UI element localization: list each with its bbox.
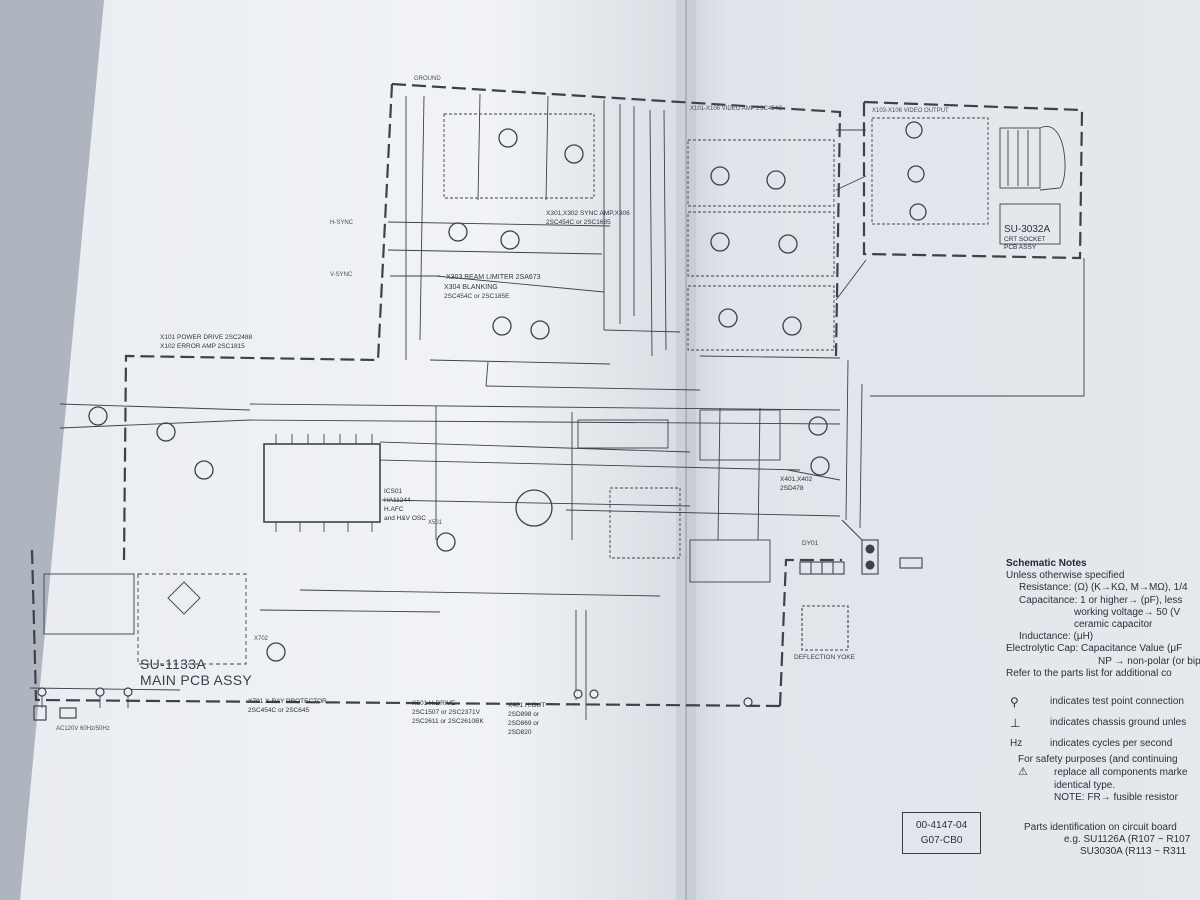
label-h-drive: X501 H.DRIVE <box>412 700 456 707</box>
label-beam-limiter: X303 BEAM LIMITER 2SA673 <box>446 274 541 281</box>
label-h-drive-parts1: 2SC1507 or 2SC2371V <box>412 709 480 716</box>
test-point-icon: ⚲ <box>1010 695 1019 710</box>
label-h-drive-parts2: 2SC2611 or 2SC2610BK <box>412 718 484 725</box>
label-crt-board-id: SU-3032A <box>1004 224 1051 235</box>
label-ic-osc: and H&V OSC <box>384 515 426 522</box>
document-code: 00-4147-04 <box>916 820 968 831</box>
note-line: Parts identification on circuit board <box>1024 822 1177 833</box>
document-revision: G07-CB0 <box>920 835 963 846</box>
note-chassis-ground: indicates chassis ground unles <box>1050 717 1187 729</box>
notes-title: Schematic Notes <box>1006 558 1087 569</box>
note-line: For safety purposes (and continuing <box>1018 754 1178 765</box>
label-error-amp: X102 ERROR AMP 2SC1815 <box>160 343 245 350</box>
label-ic: ICS01 <box>384 488 403 495</box>
label-crt-socket: CRT SOCKET <box>1004 236 1046 243</box>
note-hz: indicates cycles per second <box>1050 738 1173 750</box>
label-sync-amp-parts: 2SC454C or 2SC1685 <box>546 219 611 226</box>
transistor-symbols <box>88 121 927 662</box>
board-outline <box>30 82 1084 708</box>
document-code-box: 00-4147-04 G07-CB0 <box>902 812 982 854</box>
label-ground: GROUND <box>414 76 441 82</box>
main-pcb-title: SU-1133A MAIN PCB ASSY <box>140 656 252 688</box>
video-amp-section <box>649 109 867 359</box>
note-line: identical type. <box>1054 779 1116 791</box>
label-xray-parts: 2SC454C or 2SC645 <box>248 707 310 714</box>
label-h-out: X401 H.OUT <box>508 702 546 709</box>
label-ac-power: AC120V 60Hz/50Hz <box>56 726 110 732</box>
note-line: Capacitance: 1 or higher→ (pF), less <box>1019 594 1183 606</box>
main-pcb-id: SU-1133A <box>140 656 206 672</box>
warning-triangle-icon: ⚠ <box>1018 766 1028 779</box>
note-line: working voltage→ 50 (V <box>1074 606 1181 618</box>
note-line: NOTE: FR→ fusible resistor <box>1054 791 1178 803</box>
label-h-out-part1: 2SD898 or <box>508 711 540 718</box>
hz-symbol: Hz <box>1010 738 1023 750</box>
main-pcb-name: MAIN PCB ASSY <box>140 672 253 689</box>
schematic-notes: Schematic Notes Unless otherwise specifi… <box>1006 558 1200 680</box>
note-line: Inductance: (μH) <box>1019 631 1094 643</box>
label-deflection-yoke: DEFLECTION YOKE <box>794 654 855 661</box>
label-xray-protector: X701 X-RAY PROTECTOR <box>248 698 327 705</box>
label-ic-part: HA11244 <box>384 497 411 504</box>
label-x501: X501 <box>428 520 443 526</box>
note-parts-id: Parts identification on circuit board e.… <box>1024 822 1200 859</box>
label-video-amp: X101-X106 VIDEO AMP 2SC454C <box>690 106 783 112</box>
note-line: Unless otherwise specified <box>1006 570 1125 582</box>
label-x401-part: 2SD478 <box>780 485 804 492</box>
label-ic-afc: H.AFC <box>384 506 404 513</box>
sync-section <box>387 93 701 391</box>
note-line: Electrolytic Cap: Capacitance Value (μF <box>1006 643 1183 655</box>
label-sync-amp: X301,X302 SYNC AMP,X306 <box>546 210 630 217</box>
label-power-drive: X101 POWER DRIVE 2SC2488 <box>160 334 253 341</box>
ground-symbols <box>33 687 753 721</box>
label-v-sync: V-SYNC <box>330 272 353 278</box>
note-line: Refer to the parts list for additional c… <box>1006 667 1172 679</box>
crt-socket <box>845 117 1085 529</box>
label-video-output: X103-X106 VIDEO OUTPUT <box>872 108 949 114</box>
note-line: SU3030A (R113 ~ R311 <box>1080 846 1187 858</box>
note-line: NP → non-polar (or bipo <box>1098 655 1200 667</box>
note-test-point: indicates test point connection <box>1050 696 1184 708</box>
note-line: ceramic capacitor <box>1074 618 1153 630</box>
label-blanking: X304 BLANKING <box>444 284 498 291</box>
label-x401-x402: X401,X402 <box>780 476 813 483</box>
chassis-ground-icon: ⊥ <box>1010 716 1021 731</box>
label-x702: X702 <box>254 636 269 642</box>
note-legend: ⚲ indicates test point connection ⊥ indi… <box>1010 692 1200 755</box>
label-h-out-part2: 2SD869 or <box>508 720 540 727</box>
note-line: e.g. SU1126A (R107 ~ R107 <box>1064 834 1191 846</box>
label-crt-pcb: PCB ASSY <box>1004 244 1037 251</box>
note-line: Resistance: (Ω) (K→KΩ, M→MΩ), 1/4 <box>1019 582 1188 594</box>
deflection-yoke-symbol <box>799 519 923 651</box>
label-h-sync: H-SYNC <box>330 220 354 226</box>
note-line: replace all components marke <box>1054 766 1188 778</box>
note-safety: For safety purposes (and continuing ⚠ re… <box>1018 754 1200 804</box>
label-blanking-parts: 2SC454C or 2SC185E <box>444 293 510 300</box>
label-dy01: DY01 <box>802 540 819 547</box>
label-h-out-part3: 2SD820 <box>508 729 532 736</box>
